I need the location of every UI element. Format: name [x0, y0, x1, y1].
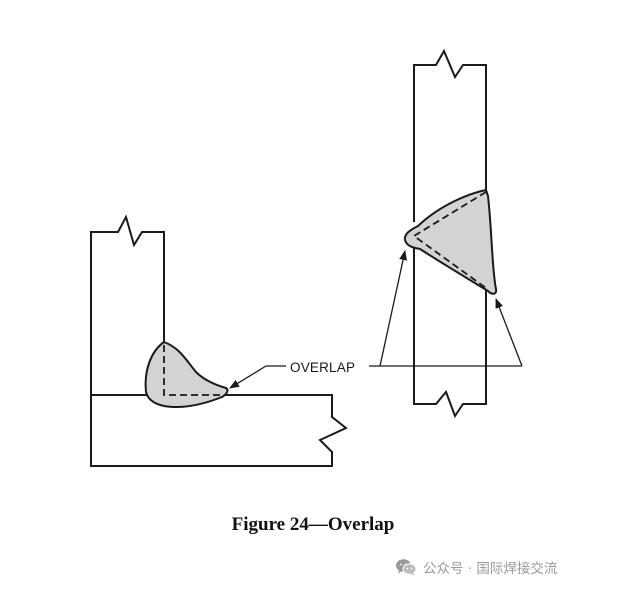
groove-joint [403, 48, 498, 419]
lower-plate [413, 247, 487, 419]
fillet-weld-bead [144, 340, 229, 408]
leader-arrow-upper-toe [379, 250, 407, 367]
overlap-diagram: OVERLAP [90, 48, 523, 467]
watermark: 公众号 · 国际焊接交流 [395, 556, 615, 578]
groove-weld-root-profile [412, 191, 487, 289]
watermark-text: 公众号 · 国际焊接交流 [423, 561, 558, 577]
vertical-plate [90, 214, 165, 395]
fillet-joint [90, 214, 348, 467]
upper-plate [413, 48, 487, 222]
overlap-label: OVERLAP [290, 360, 355, 375]
leader-arrow-lower-toe [495, 298, 523, 367]
fillet-weld-root-profile [163, 345, 222, 396]
overlap-callout: OVERLAP [229, 250, 523, 389]
base-plate [90, 394, 348, 467]
figure-caption: Figure 24—Overlap [231, 514, 395, 535]
leader-line-left [229, 365, 286, 389]
groove-weld-bead [403, 188, 498, 295]
wechat-icon [396, 559, 417, 576]
